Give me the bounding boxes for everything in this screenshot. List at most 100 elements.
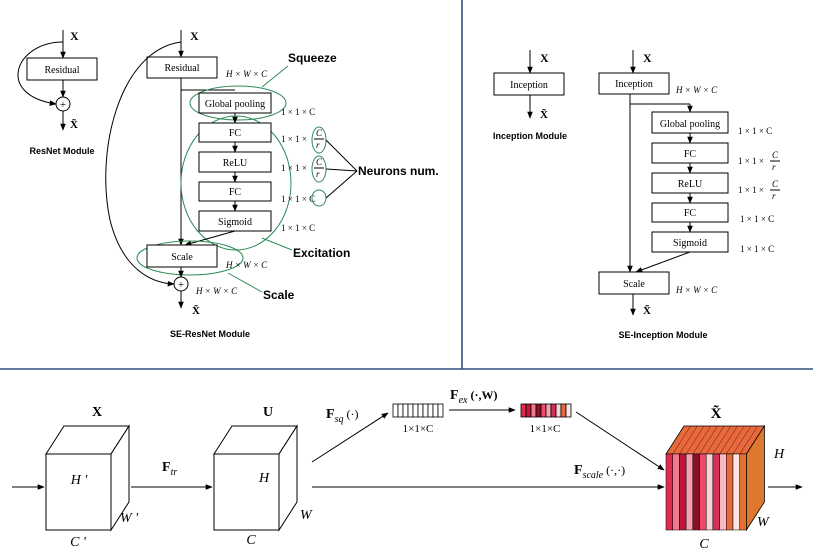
- vec2-cell: [520, 403, 527, 418]
- fsq-arrow: [311, 412, 389, 463]
- fscale-label: Fscale (·,·): [574, 463, 625, 481]
- inception-output-xt: X̃: [540, 108, 548, 121]
- se-resnet-hwc-top: H × W × C: [225, 69, 268, 79]
- ftr-label: Ftr: [162, 460, 177, 478]
- neurons-arrow-3: [325, 170, 358, 199]
- output-channel-slice: [685, 453, 694, 531]
- se-inception-frac2-den: r: [772, 191, 776, 201]
- output-top-slice-line: [739, 425, 758, 455]
- output-channel-slice: [665, 453, 673, 531]
- fex-label: Fex (·,W): [450, 388, 497, 406]
- output-top-slice-line: [685, 425, 705, 455]
- se-block-diagram: X H ' W ' C ' Ftr U H W C Fsq (·) 1×1×C …: [12, 388, 803, 549]
- vec2-to-output-arrow: [575, 411, 665, 471]
- scale-ellipse: [136, 240, 244, 276]
- output-channel-slice: [672, 453, 680, 531]
- se-inception-dim-gp: 1 × 1 × C: [738, 126, 772, 136]
- vec1-cell: [412, 403, 419, 418]
- tensor-x-label: X: [92, 405, 102, 420]
- output-xt-label: X̃: [711, 405, 722, 422]
- vec2-cell: [565, 403, 572, 418]
- se-inception-global-pooling-label: Global pooling: [660, 119, 720, 130]
- output-top-slice-line: [672, 425, 691, 455]
- vec2-dim: 1×1×C: [530, 423, 561, 435]
- feature-tensor-cube: [213, 424, 298, 532]
- resnet-caption: ResNet Module: [29, 146, 94, 156]
- vec1-cell: [437, 403, 444, 418]
- tensor-x-height: H ': [70, 473, 89, 488]
- se-inception-caption: SE-Inception Module: [619, 330, 708, 340]
- se-inception-module: X Inception H × W × C Global pooling 1 ×…: [598, 50, 780, 340]
- se-inception-hwc-top: H × W × C: [675, 85, 718, 95]
- vec1-cell: [422, 403, 429, 418]
- output-channel-slice: [679, 453, 687, 531]
- inception-caption: Inception Module: [493, 131, 567, 141]
- se-resnet-fc2-label: FC: [229, 187, 242, 198]
- tensor-u-channels: C: [246, 533, 256, 548]
- output-top-slice-line: [679, 425, 698, 455]
- output-channel-slice: [699, 453, 707, 531]
- resnet-residual-box: [26, 57, 98, 81]
- se-inception-scale-box: [598, 271, 670, 295]
- output-channel-slice: [712, 453, 720, 531]
- tensor-x-channels: C ': [70, 535, 87, 549]
- se-resnet-module: X Residual H × W × C Squeeze Global pool…: [105, 29, 439, 339]
- se-resnet-frac2-den: r: [316, 169, 320, 179]
- output-side-face: [746, 424, 765, 532]
- resnet-input-x: X: [70, 29, 79, 43]
- se-inception-inception-box: [598, 72, 670, 95]
- vec2-cell: [555, 403, 562, 418]
- excitation-label: Excitation: [293, 246, 350, 260]
- se-resnet-sigmoid-label: Sigmoid: [218, 217, 252, 228]
- vec2-cell: [545, 403, 552, 418]
- se-resnet-input-x: X: [190, 29, 199, 43]
- output-top-slice-line: [705, 425, 725, 455]
- se-inception-relu-label: ReLU: [678, 179, 703, 190]
- se-resnet-fc1-label: FC: [229, 128, 242, 139]
- se-resnet-scale-box: [146, 244, 218, 268]
- inception-module: X Inception X̃ Inception Module: [493, 50, 567, 141]
- se-resnet-skip-connection: [105, 41, 182, 287]
- output-top-slice-line: [719, 425, 738, 455]
- output-height: H: [773, 447, 785, 462]
- se-resnet-relu-label: ReLU: [223, 158, 248, 169]
- neurons-label: Neurons num.: [358, 164, 439, 178]
- inception-box: [493, 72, 565, 96]
- resnet-output-xt: X̃: [70, 118, 78, 131]
- output-channel-slice: [726, 453, 734, 531]
- fsq-label: Fsq (·): [326, 407, 358, 425]
- vec2-cell: [560, 403, 567, 418]
- se-inception-frac1-num: C: [772, 150, 779, 160]
- output-channel-slice: [705, 453, 714, 531]
- se-resnet-dim-sig: 1 × 1 × C: [281, 223, 315, 233]
- output-width: W: [757, 515, 770, 530]
- se-resnet-hwc-bottom: H × W × C: [195, 286, 238, 296]
- vec1-cell: [397, 403, 404, 418]
- vec1-cell: [432, 403, 439, 418]
- se-resnet-frac1-den: r: [316, 140, 320, 150]
- vec1-dim: 1×1×C: [403, 423, 434, 435]
- se-resnet-global-pooling-label: Global pooling: [205, 99, 265, 110]
- scale-label: Scale: [263, 288, 295, 302]
- se-inception-input-x: X: [643, 51, 652, 65]
- squeezed-vector: [392, 403, 444, 418]
- inception-box-label: Inception: [510, 80, 548, 91]
- se-resnet-dim-gp: 1 × 1 × C: [281, 107, 315, 117]
- vec2-cell: [550, 403, 557, 418]
- output-tensor-cube: [665, 424, 766, 532]
- input-tensor-cube: [45, 424, 130, 532]
- se-inception-frac2-num: C: [772, 179, 779, 189]
- output-channels: C: [699, 537, 709, 549]
- output-channel-slice: [719, 453, 727, 531]
- se-resnet-frac2-num: C: [316, 157, 323, 167]
- resnet-skip-connection: [17, 41, 64, 106]
- se-resnet-residual-box: [146, 56, 218, 79]
- se-inception-dim-fc1: 1 × 1 ×: [738, 156, 764, 166]
- se-resnet-plus: +: [178, 279, 184, 291]
- tensor-u-height: H: [258, 471, 270, 486]
- se-inception-dim-relu: 1 × 1 ×: [738, 185, 764, 195]
- tensor-x-width: W ': [120, 511, 139, 526]
- se-inception-dim-fc2: 1 × 1 × C: [740, 214, 774, 224]
- output-channel-slice: [692, 453, 700, 531]
